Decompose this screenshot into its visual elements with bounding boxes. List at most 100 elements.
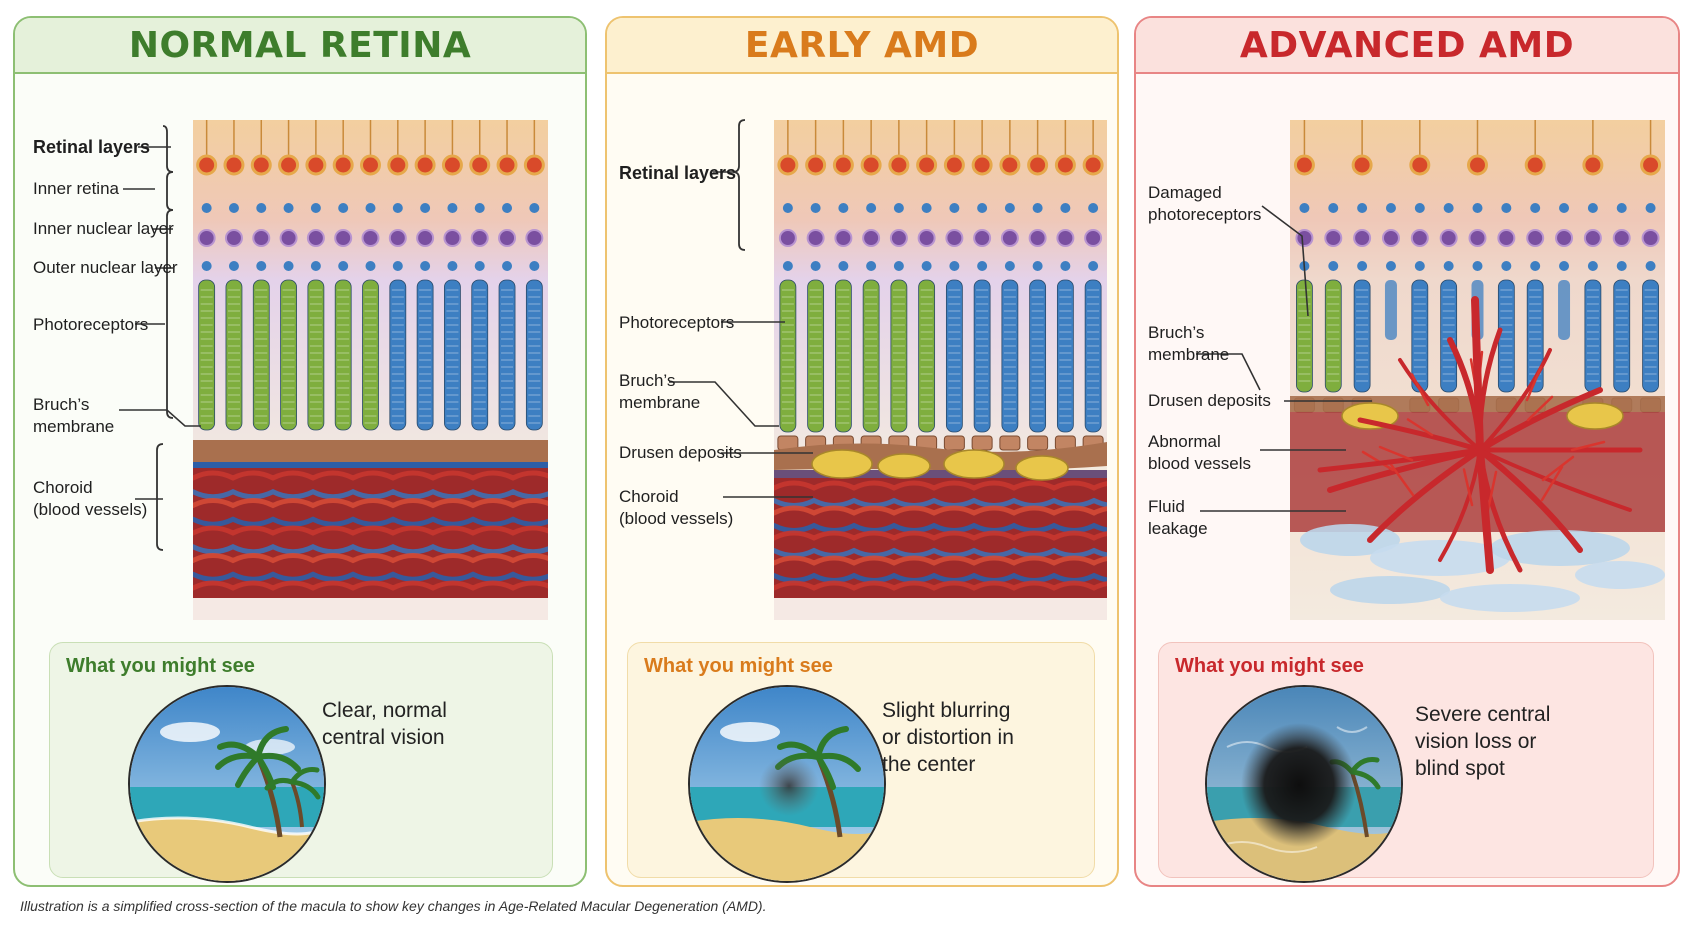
outer-nuclear-cell xyxy=(1357,261,1368,271)
panel-normal-retina: NORMAL RETINA Reti xyxy=(13,16,587,887)
outer-nuclear-cell xyxy=(921,261,932,271)
outer-nuclear-cell xyxy=(228,261,239,271)
photoreceptor xyxy=(1440,279,1458,393)
rpe-cell xyxy=(999,435,1021,451)
inner-retina-cell xyxy=(1299,203,1310,213)
vision-circle-clear xyxy=(128,685,326,883)
outer-nuclear-cell xyxy=(502,261,513,271)
outer-nuclear-cell xyxy=(420,261,431,271)
drusen-deposits xyxy=(811,449,1069,481)
choroid-vessel xyxy=(774,480,1107,491)
inner-retina-cell xyxy=(392,203,403,213)
choroid-vessel xyxy=(193,571,548,582)
ganglion-cell xyxy=(1027,154,1049,176)
inner-retina-cell xyxy=(529,203,540,213)
outer-nuclear-cell xyxy=(283,261,294,271)
abnormal-vessel xyxy=(1398,358,1482,452)
label-choroid: Choroid (blood vessels) xyxy=(619,487,734,528)
choroid-vessel xyxy=(193,488,548,500)
inner-retina-cell xyxy=(1328,203,1339,213)
abnormal-vessel-branch xyxy=(1540,465,1564,502)
outer-nuclear-cell xyxy=(1530,261,1541,271)
choroid-vessel xyxy=(193,516,548,527)
abnormal-vessel-branch xyxy=(1486,470,1498,512)
inner-retina-cell xyxy=(1645,203,1656,213)
inner-retina-cell xyxy=(977,203,988,213)
rpe-cell xyxy=(943,435,965,451)
inner-retina-cell xyxy=(949,203,960,213)
inner-nuclear-cell xyxy=(778,229,797,247)
inner-nuclear-cell xyxy=(252,229,271,247)
outer-nuclear-cell xyxy=(893,261,904,271)
ganglion-cell xyxy=(250,154,272,176)
label-retinal-layers: Retinal layers xyxy=(619,163,737,183)
ganglion-cell xyxy=(332,154,354,176)
inner-nuclear-cell xyxy=(1084,229,1103,247)
choroid-vessel xyxy=(774,530,1107,541)
inner-retina-cell xyxy=(201,203,212,213)
ganglion-cell xyxy=(414,154,436,176)
panel-title: NORMAL RETINA xyxy=(15,18,585,74)
label-inner-retina: Inner retina xyxy=(33,179,119,198)
ganglion-cell xyxy=(223,154,245,176)
inner-nuclear-cell xyxy=(224,229,243,247)
ganglion-cell xyxy=(305,154,327,176)
outer-nuclear-cell xyxy=(1032,261,1043,271)
abnormal-vessel-branch xyxy=(1541,455,1575,482)
inner-retina-cell xyxy=(365,203,376,213)
inner-retina-cell xyxy=(1616,203,1627,213)
ganglion-cell xyxy=(196,154,218,176)
inner-nuclear-cell xyxy=(498,229,517,247)
see-description: Severe central vision loss or blind spot xyxy=(1415,703,1551,780)
rpe-cell xyxy=(1027,435,1049,451)
inner-nuclear-cell xyxy=(443,229,462,247)
outer-nuclear-cell xyxy=(1088,261,1099,271)
inner-nuclear-cell xyxy=(416,229,435,247)
photoreceptor-damaged xyxy=(1384,280,1397,340)
outer-nuclear-cell xyxy=(1501,261,1512,271)
outer-nuclear-cell xyxy=(529,261,540,271)
inner-nuclear-cell xyxy=(1295,229,1314,247)
inner-nuclear-cell xyxy=(1028,229,1047,247)
ganglion-cell xyxy=(1351,154,1373,176)
inner-retina-cell xyxy=(283,203,294,213)
label-retinal-layers: Retinal layers xyxy=(33,137,151,157)
abnormal-vessel xyxy=(1317,447,1483,473)
inner-nuclear-cell xyxy=(1439,229,1458,247)
photoreceptor xyxy=(471,279,489,431)
inner-retina-cell xyxy=(447,203,458,213)
choroid-vessel xyxy=(774,555,1107,566)
abnormal-vessel-branch xyxy=(1389,463,1415,497)
ganglion-cell xyxy=(360,154,381,176)
abnormal-vessel-branch xyxy=(1525,365,1543,402)
choroid-vessel xyxy=(193,543,548,555)
inner-retina-cell xyxy=(1559,203,1570,213)
inner-retina-cell xyxy=(782,203,793,213)
label-bruchs-membrane: Bruch’s membrane xyxy=(619,371,701,412)
photoreceptor xyxy=(1526,279,1544,393)
outer-nuclear-cell xyxy=(256,261,267,271)
inner-nuclear-cell xyxy=(945,229,964,247)
outer-nuclear-cell xyxy=(782,261,793,271)
what-you-might-see-box: What you might see Severe central vis xyxy=(1158,642,1654,883)
ganglion-cell xyxy=(1054,154,1076,176)
inner-retina-cell xyxy=(1088,203,1099,213)
outer-nuclear-cell xyxy=(338,261,349,271)
see-title: What you might see xyxy=(644,655,833,677)
abnormal-vessel-branch xyxy=(1378,445,1414,462)
ganglion-cell xyxy=(777,154,799,176)
outer-nuclear-cell xyxy=(1060,261,1071,271)
outer-nuclear-cell xyxy=(1443,261,1454,271)
footnote: Illustration is a simplified cross-secti… xyxy=(20,898,767,914)
ganglion-cell xyxy=(1467,154,1488,176)
inner-nuclear-cell xyxy=(917,229,936,247)
outer-nuclear-cell xyxy=(447,261,458,271)
label-abnormal-blood-vessels: Abnormal blood vessels xyxy=(1148,432,1252,473)
abnormal-vessel-branch xyxy=(1570,440,1606,452)
abnormal-blood-vessels xyxy=(1317,296,1643,574)
inner-retina-cell xyxy=(502,203,513,213)
ganglion-cell xyxy=(805,154,827,176)
photoreceptor xyxy=(252,279,270,431)
ganglion-cell xyxy=(1293,154,1315,176)
label-photoreceptors: Photoreceptors xyxy=(619,313,735,332)
